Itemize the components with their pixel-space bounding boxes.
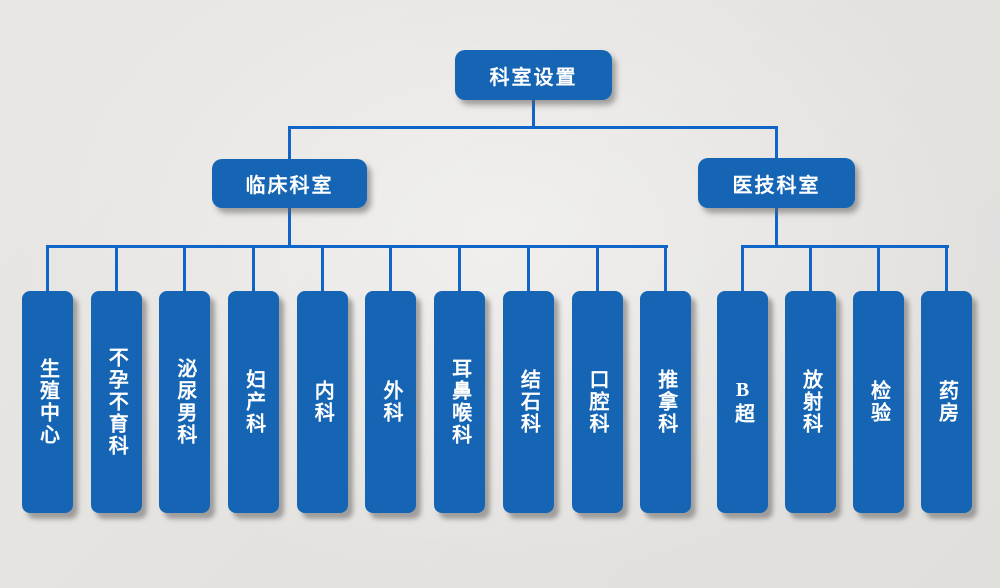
connector-drop (595, 245, 599, 291)
node-clinical-departments[interactable]: 临床科室 (212, 159, 367, 208)
medtech-label: 医技科室 (732, 174, 821, 197)
node-department[interactable]: 耳鼻喉科 (434, 291, 486, 513)
leaf-column: 泌尿男科 (159, 245, 211, 513)
node-department[interactable]: 药房 (921, 291, 972, 513)
department-label: 内科 (311, 380, 334, 424)
connector-drop (320, 245, 324, 291)
node-department[interactable]: 口腔科 (571, 291, 623, 513)
node-department[interactable]: 内科 (296, 291, 348, 513)
node-department[interactable]: 泌尿男科 (159, 291, 211, 513)
connector-drop (389, 245, 393, 291)
node-medtech-departments[interactable]: 医技科室 (698, 158, 855, 208)
department-label: 放射科 (799, 369, 822, 435)
node-department[interactable]: 检验 (853, 291, 904, 513)
connector-root-stem (532, 99, 535, 127)
node-root[interactable]: 科室设置 (455, 50, 612, 100)
connector-drop (741, 245, 744, 291)
connector-level1-bar (288, 126, 778, 129)
node-department[interactable]: 放射科 (785, 291, 836, 513)
connector-clinical-upper (288, 128, 291, 160)
department-label: B超 (731, 379, 754, 425)
leaf-column: 药房 (921, 245, 972, 513)
clinical-leaf-group: 生殖中心 不孕不育科 泌尿男科 妇产科 内科 外科 耳鼻喉科 结石科 口腔科 推拿科 (22, 245, 692, 513)
connector-drop (458, 245, 462, 291)
node-department[interactable]: 生殖中心 (22, 291, 73, 513)
leaf-column: 外科 (365, 245, 417, 513)
connector-clinical-lower (288, 207, 291, 246)
clinical-label: 临床科室 (245, 175, 334, 197)
leaf-column: 妇产科 (228, 245, 280, 513)
root-label: 科室设置 (489, 66, 578, 89)
connector-drop (664, 245, 668, 291)
department-label: 妇产科 (242, 369, 265, 435)
leaf-column: 口腔科 (571, 245, 623, 513)
department-label: 耳鼻喉科 (448, 358, 471, 446)
department-label: 外科 (379, 380, 402, 424)
connector-medtech-bus (741, 245, 949, 248)
leaf-column: 放射科 (785, 245, 836, 513)
leaf-column: 不孕不育科 (90, 245, 142, 513)
department-label: 检验 (867, 380, 890, 424)
node-department[interactable]: 推拿科 (640, 291, 692, 513)
connector-drop (526, 245, 530, 291)
connector-drop (877, 245, 880, 291)
node-department[interactable]: 外科 (365, 291, 417, 513)
connector-drop (114, 245, 118, 291)
leaf-column: 内科 (296, 245, 348, 513)
leaf-column: 耳鼻喉科 (434, 245, 486, 513)
department-label: 不孕不育科 (105, 347, 128, 457)
connector-drop (809, 245, 812, 291)
leaf-column: 结石科 (502, 245, 554, 513)
connector-drop (252, 245, 256, 291)
node-department[interactable]: 不孕不育科 (90, 291, 142, 513)
node-department[interactable]: B超 (717, 291, 768, 513)
connector-drop (945, 245, 948, 291)
connector-medtech-lower (775, 207, 778, 246)
connector-drop (46, 245, 49, 291)
department-label: 生殖中心 (36, 358, 59, 446)
node-department[interactable]: 结石科 (502, 291, 554, 513)
leaf-column: B超 (717, 245, 768, 513)
leaf-column: 检验 (853, 245, 904, 513)
department-label: 推拿科 (654, 369, 677, 435)
node-department[interactable]: 妇产科 (228, 291, 280, 513)
leaf-column: 生殖中心 (22, 245, 73, 513)
connector-drop (183, 245, 187, 291)
department-label: 结石科 (517, 369, 540, 435)
leaf-column: 推拿科 (640, 245, 692, 513)
department-label: 药房 (935, 380, 958, 424)
department-label: 泌尿男科 (173, 358, 196, 446)
medtech-leaf-group: B超 放射科 检验 药房 (717, 245, 972, 513)
department-label: 口腔科 (586, 369, 608, 435)
connector-medtech-upper (775, 128, 778, 159)
connector-clinical-bus (47, 245, 668, 248)
